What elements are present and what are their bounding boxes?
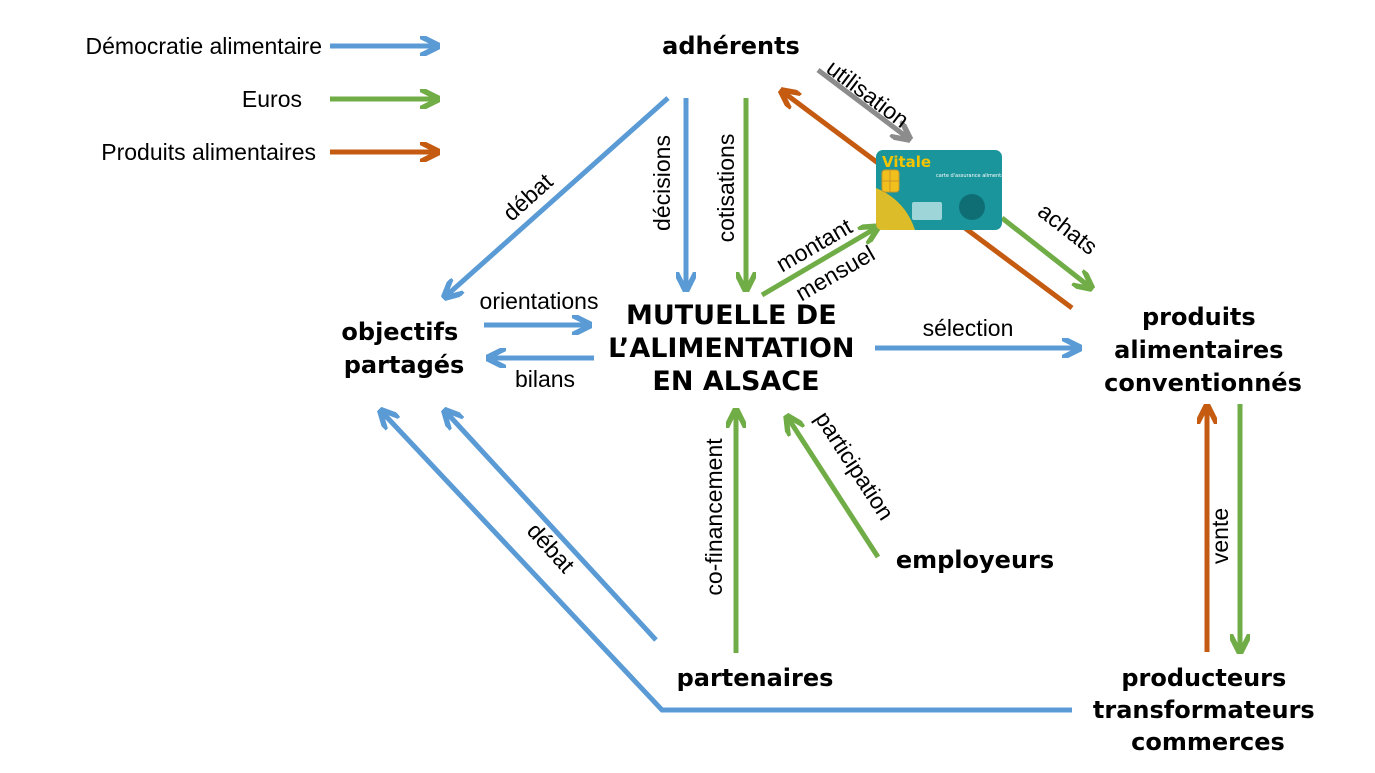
nodes: adhérents objectifs partagés MUTUELLE DE…: [341, 32, 1323, 756]
node-produits: produits alimentaires conventionnés: [1104, 303, 1302, 397]
arrow-utilisation: [816, 68, 908, 138]
label-decisions: décisions: [649, 135, 675, 231]
card-title: Vitale: [882, 153, 931, 171]
label-bilans: bilans: [515, 366, 575, 392]
arrow-debat-top: [446, 96, 670, 296]
label-selection: sélection: [923, 315, 1014, 341]
label-orientations: orientations: [480, 288, 599, 314]
legend-euros-label: Euros: [242, 86, 302, 112]
node-adherents: adhérents: [662, 32, 800, 60]
vitale-card: Vitale carte d'assurance alimentation: [876, 150, 1014, 230]
node-producteurs: producteurs transformateurs commerces: [1093, 664, 1323, 756]
label-utilisation: utilisation: [822, 54, 914, 132]
arrows: [382, 68, 1240, 713]
label-vente: vente: [1207, 508, 1233, 564]
arrow-participation: [788, 418, 881, 559]
arrow-debat-partenaires: [446, 412, 658, 642]
card-yellow-band: [876, 188, 915, 230]
card-photo-area: [912, 202, 942, 220]
edge-labels: utilisation débat décisions cotisations …: [480, 54, 1233, 595]
node-objectifs: objectifs partagés: [341, 318, 466, 379]
label-cotisations: cotisations: [713, 134, 739, 243]
node-mutuelle: MUTUELLE DE L’ALIMENTATION EN ALSACE: [608, 300, 864, 397]
card-emblem: [959, 194, 985, 220]
node-employeurs: employeurs: [896, 546, 1054, 574]
legend-produits-label: Produits alimentaires: [101, 139, 316, 165]
arrow-achats: [1000, 216, 1090, 287]
label-cofinancement: co-financement: [701, 438, 727, 596]
legend-democratie-label: Démocratie alimentaire: [86, 33, 322, 59]
node-partenaires: partenaires: [677, 664, 834, 692]
legend: Démocratie alimentaire Euros Produits al…: [86, 33, 436, 165]
label-participation: participation: [810, 407, 899, 525]
arrow-producteurs-to-objectifs: [382, 412, 1072, 713]
label-debat-top: débat: [498, 168, 559, 226]
card-subtitle: carte d'assurance alimentation: [936, 173, 1014, 179]
arrow-montant-mensuel: [760, 228, 876, 298]
